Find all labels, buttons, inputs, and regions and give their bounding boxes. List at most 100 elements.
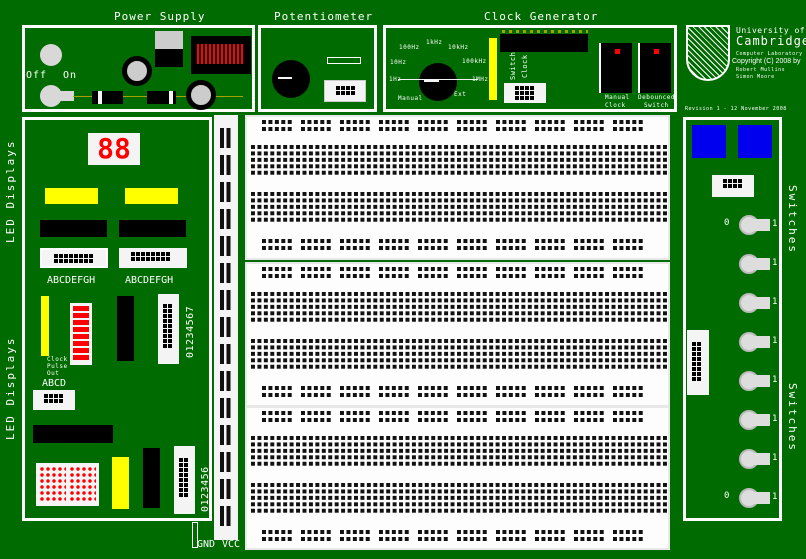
power-rail-holes[interactable] xyxy=(220,236,233,256)
power-rail-holes[interactable] xyxy=(457,120,489,134)
power-rail-holes[interactable] xyxy=(220,290,233,310)
potentiometer-knob[interactable] xyxy=(272,60,310,98)
power-rail-holes[interactable] xyxy=(496,386,528,400)
power-rail-holes[interactable] xyxy=(262,120,294,134)
terminal-strip-holes[interactable] xyxy=(251,436,669,468)
power-rail-holes[interactable] xyxy=(262,386,294,400)
power-rail-holes[interactable] xyxy=(340,530,372,544)
power-rail-holes[interactable] xyxy=(262,267,294,281)
power-rail-holes[interactable] xyxy=(220,479,233,499)
power-rail-holes[interactable] xyxy=(379,267,411,281)
power-rail-holes[interactable] xyxy=(262,411,294,425)
push-button-blue[interactable] xyxy=(692,125,726,158)
toggle-switch-lever[interactable] xyxy=(750,258,770,270)
power-rail-holes[interactable] xyxy=(379,239,411,253)
power-rail-holes[interactable] xyxy=(613,411,645,425)
power-rail-holes[interactable] xyxy=(301,386,333,400)
led-connector[interactable] xyxy=(119,248,187,268)
power-rail-holes[interactable] xyxy=(262,530,294,544)
power-rail-holes[interactable] xyxy=(535,267,567,281)
power-rail-holes[interactable] xyxy=(457,530,489,544)
power-rail-holes[interactable] xyxy=(340,386,372,400)
toggle-switch-lever[interactable] xyxy=(750,297,770,309)
terminal-strip-holes[interactable] xyxy=(251,339,669,371)
power-rail-holes[interactable] xyxy=(535,120,567,134)
power-rail-holes[interactable] xyxy=(301,239,333,253)
power-rail-holes[interactable] xyxy=(418,267,450,281)
power-rail-holes[interactable] xyxy=(220,398,233,418)
power-rail-holes[interactable] xyxy=(496,411,528,425)
matrix-connector[interactable] xyxy=(174,446,195,514)
power-rail-holes[interactable] xyxy=(535,530,567,544)
power-rail-holes[interactable] xyxy=(220,344,233,364)
power-rail-holes[interactable] xyxy=(220,263,233,283)
power-rail-holes[interactable] xyxy=(301,411,333,425)
power-rail-holes[interactable] xyxy=(220,209,233,229)
power-rail-holes[interactable] xyxy=(262,239,294,253)
power-rail-holes[interactable] xyxy=(574,530,606,544)
toggle-switch-lever[interactable] xyxy=(750,219,770,231)
power-rail-holes[interactable] xyxy=(301,530,333,544)
terminal-strip-holes[interactable] xyxy=(251,145,669,177)
power-rail-holes[interactable] xyxy=(613,120,645,134)
power-rail-holes[interactable] xyxy=(340,267,372,281)
power-rail-holes[interactable] xyxy=(574,120,606,134)
push-button-blue[interactable] xyxy=(738,125,772,158)
power-rail-holes[interactable] xyxy=(574,386,606,400)
terminal-strip-holes[interactable] xyxy=(251,192,669,224)
power-rail-holes[interactable] xyxy=(301,267,333,281)
power-rail-holes[interactable] xyxy=(379,411,411,425)
power-rail-holes[interactable] xyxy=(418,411,450,425)
toggle-switch-lever[interactable] xyxy=(750,414,770,426)
power-rail-holes[interactable] xyxy=(379,530,411,544)
toggle-switch-lever[interactable] xyxy=(750,336,770,348)
power-rail-holes[interactable] xyxy=(340,239,372,253)
toggle-switch-lever[interactable] xyxy=(750,375,770,387)
power-rail-holes[interactable] xyxy=(220,371,233,391)
power-rail-holes[interactable] xyxy=(220,452,233,472)
power-rail-holes[interactable] xyxy=(220,317,233,337)
terminal-strip-holes[interactable] xyxy=(251,292,669,324)
power-rail-holes[interactable] xyxy=(574,239,606,253)
power-rail-holes[interactable] xyxy=(457,411,489,425)
power-rail-holes[interactable] xyxy=(496,530,528,544)
power-rail-holes[interactable] xyxy=(220,182,233,202)
power-rail-holes[interactable] xyxy=(613,267,645,281)
power-rail-holes[interactable] xyxy=(418,239,450,253)
power-rail-holes[interactable] xyxy=(496,239,528,253)
power-rail-holes[interactable] xyxy=(220,506,233,526)
power-rail-holes[interactable] xyxy=(574,411,606,425)
power-rail-holes[interactable] xyxy=(418,386,450,400)
power-rail-holes[interactable] xyxy=(340,120,372,134)
power-switch-lever[interactable] xyxy=(52,91,74,101)
power-rail-holes[interactable] xyxy=(496,267,528,281)
power-rail-holes[interactable] xyxy=(220,425,233,445)
bar-connector[interactable] xyxy=(158,294,179,364)
terminal-strip-holes[interactable] xyxy=(251,483,669,515)
led-connector[interactable] xyxy=(40,248,108,268)
power-rail-holes[interactable] xyxy=(535,239,567,253)
power-rail-holes[interactable] xyxy=(457,239,489,253)
power-rail-holes[interactable] xyxy=(379,120,411,134)
potentiometer-connector[interactable] xyxy=(324,80,366,102)
power-rail-holes[interactable] xyxy=(379,386,411,400)
frequency-selector-knob[interactable] xyxy=(419,63,457,101)
power-rail-holes[interactable] xyxy=(220,155,233,175)
clock-connector[interactable] xyxy=(504,83,546,103)
power-rail-holes[interactable] xyxy=(418,530,450,544)
debounced-switch-button[interactable] xyxy=(638,43,671,93)
button-connector[interactable] xyxy=(712,175,754,197)
power-switch[interactable] xyxy=(40,85,62,107)
power-rail-holes[interactable] xyxy=(535,411,567,425)
power-rail-holes[interactable] xyxy=(457,267,489,281)
abcd-connector[interactable] xyxy=(33,390,75,410)
power-rail-holes[interactable] xyxy=(220,128,233,148)
power-rail-holes[interactable] xyxy=(496,120,528,134)
power-rail-holes[interactable] xyxy=(613,386,645,400)
power-rail-holes[interactable] xyxy=(418,120,450,134)
power-rail-holes[interactable] xyxy=(613,530,645,544)
toggle-switch-lever[interactable] xyxy=(750,453,770,465)
switch-connector[interactable] xyxy=(687,330,709,395)
power-rail-holes[interactable] xyxy=(613,239,645,253)
power-rail-holes[interactable] xyxy=(574,267,606,281)
